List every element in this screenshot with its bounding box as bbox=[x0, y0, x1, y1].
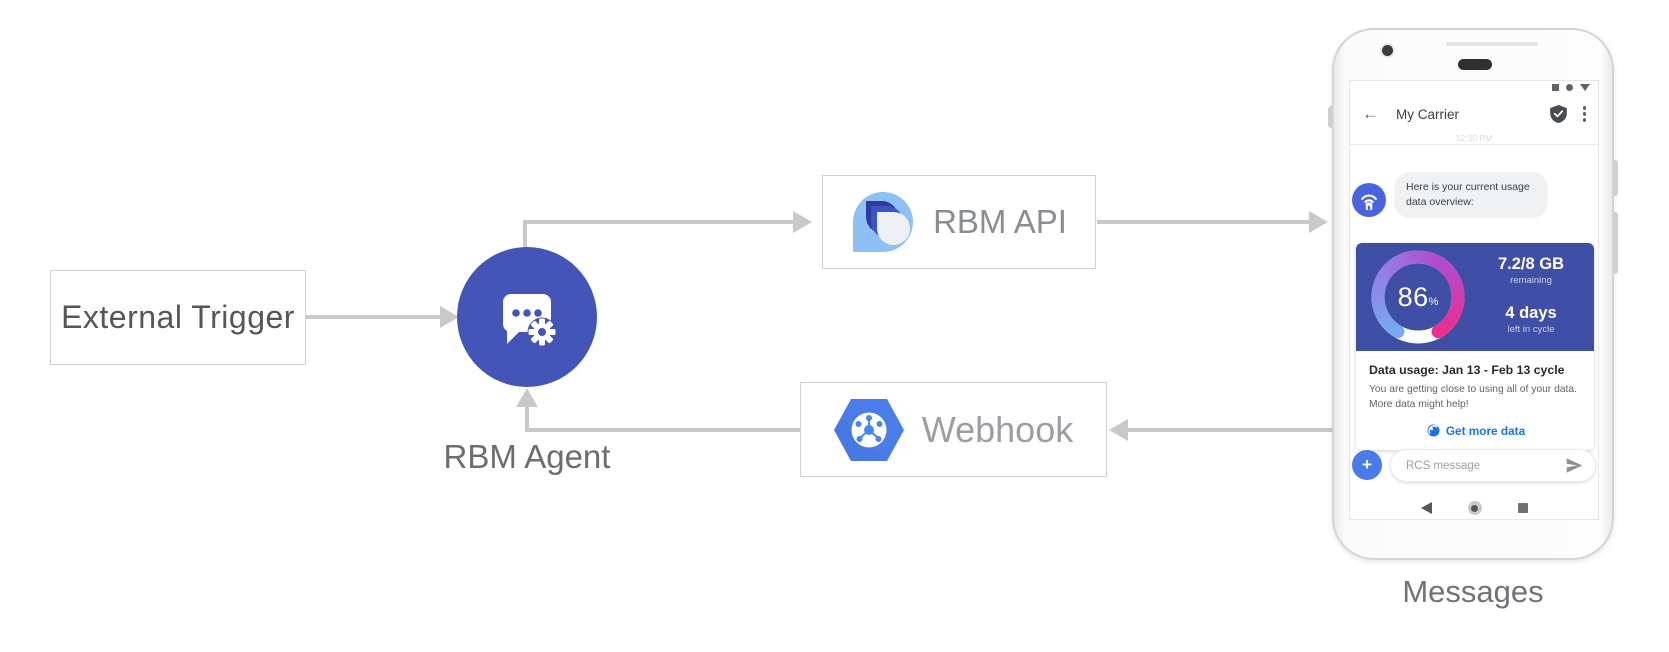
agent-avatar bbox=[1352, 183, 1386, 217]
agent-message-bubble: Here is your current usage data overview… bbox=[1394, 172, 1548, 218]
usage-card-description: You are getting close to using all of yo… bbox=[1369, 384, 1577, 411]
agent-message-text: Here is your current usage data overview… bbox=[1406, 181, 1530, 208]
power-button[interactable] bbox=[1614, 160, 1618, 196]
conversation-title: My Carrier bbox=[1396, 106, 1459, 122]
data-remaining-label: remaining bbox=[1510, 275, 1552, 286]
arrow-agent-to-api-head bbox=[793, 211, 812, 233]
android-nav-bar bbox=[1350, 495, 1598, 519]
antenna-icon bbox=[1361, 194, 1377, 211]
earpiece bbox=[1458, 59, 1492, 70]
gauge-percent-value: 86 bbox=[1397, 281, 1429, 312]
arrow-trigger-to-agent-line bbox=[306, 315, 440, 319]
usage-stats: 7.2/8 GB remaining 4 days left in cycle bbox=[1476, 255, 1586, 335]
arrow-webhook-to-agent-head bbox=[516, 388, 538, 407]
phone-screen: ← My Carrier 12:30 PM bbox=[1349, 80, 1599, 520]
rbm-api-logo-icon bbox=[853, 192, 914, 252]
arrow-api-to-phone-line bbox=[1097, 220, 1309, 224]
rbm-api-label: RBM API bbox=[933, 203, 1067, 240]
rbm-agent-label: RBM Agent bbox=[443, 438, 611, 475]
arrow-phone-to-webhook-head bbox=[1109, 419, 1128, 441]
external-trigger-label: External Trigger bbox=[61, 299, 295, 335]
nav-home-button[interactable] bbox=[1467, 501, 1482, 515]
arrow-agent-to-api-vline bbox=[523, 220, 527, 249]
overflow-menu-icon[interactable] bbox=[1582, 106, 1586, 122]
usage-card-header: 86 % 7.2/8 GB remaining 4 days left in c… bbox=[1356, 243, 1594, 351]
usage-card-body: Data usage: Jan 13 - Feb 13 cycle You ar… bbox=[1356, 351, 1594, 450]
message-composer: + bbox=[1350, 449, 1598, 483]
phone-mockup: ← My Carrier 12:30 PM bbox=[1328, 28, 1618, 560]
arrow-api-to-phone-head bbox=[1309, 211, 1328, 233]
chat-gear-icon bbox=[503, 294, 557, 347]
app-bar-divider bbox=[1350, 144, 1598, 145]
nav-back-button[interactable] bbox=[1420, 502, 1432, 514]
rcs-message-input[interactable] bbox=[1406, 459, 1566, 472]
status-square-icon bbox=[1552, 84, 1559, 91]
arrow-trigger-to-agent-head bbox=[440, 306, 459, 328]
gauge-percent-symbol: % bbox=[1428, 296, 1439, 308]
rbm-api-node: RBM API bbox=[822, 175, 1096, 269]
message-input-pill bbox=[1390, 449, 1596, 482]
plus-icon: + bbox=[1362, 455, 1372, 474]
data-remaining-value: 7.2/8 GB bbox=[1497, 255, 1565, 273]
usage-rich-card: 86 % 7.2/8 GB remaining 4 days left in c… bbox=[1356, 243, 1594, 450]
app-bar: ← My Carrier bbox=[1350, 95, 1598, 133]
status-triangle-icon bbox=[1580, 84, 1590, 91]
verified-shield-icon bbox=[1549, 105, 1567, 123]
days-left-value: 4 days bbox=[1505, 304, 1557, 322]
nav-recents-button[interactable] bbox=[1517, 503, 1528, 513]
days-left-label: left in cycle bbox=[1507, 324, 1555, 335]
front-camera bbox=[1382, 45, 1393, 56]
usage-card-title: Data usage: Jan 13 - Feb 13 cycle bbox=[1369, 363, 1565, 377]
arrow-agent-to-api-hline bbox=[523, 220, 793, 224]
attach-plus-button[interactable]: + bbox=[1352, 450, 1382, 480]
usage-gauge: 86 % bbox=[1368, 247, 1468, 347]
faint-timestamp: 12:30 PM bbox=[1455, 133, 1493, 143]
get-more-data-button[interactable]: Get more data bbox=[1369, 424, 1583, 438]
external-trigger-node: External Trigger bbox=[50, 270, 306, 365]
arrow-webhook-to-agent-vline bbox=[525, 406, 529, 432]
speaker-slot bbox=[1446, 42, 1538, 46]
status-circle-icon bbox=[1566, 84, 1573, 91]
arrow-phone-to-webhook-line bbox=[1128, 428, 1332, 432]
get-more-data-label: Get more data bbox=[1445, 423, 1526, 438]
rbm-agent-node bbox=[457, 247, 597, 387]
arrow-webhook-to-agent-hline bbox=[525, 428, 800, 432]
back-arrow-icon[interactable]: ← bbox=[1362, 104, 1379, 123]
messages-caption: Messages bbox=[1402, 574, 1544, 609]
webhook-node: Webhook bbox=[800, 382, 1107, 477]
globe-icon bbox=[1427, 424, 1440, 437]
webhook-hexagon-icon bbox=[833, 398, 904, 461]
volume-button[interactable] bbox=[1614, 212, 1618, 274]
webhook-label: Webhook bbox=[921, 408, 1074, 450]
send-icon[interactable] bbox=[1566, 458, 1583, 473]
status-bar bbox=[1552, 84, 1590, 91]
sim-tray bbox=[1328, 106, 1332, 128]
